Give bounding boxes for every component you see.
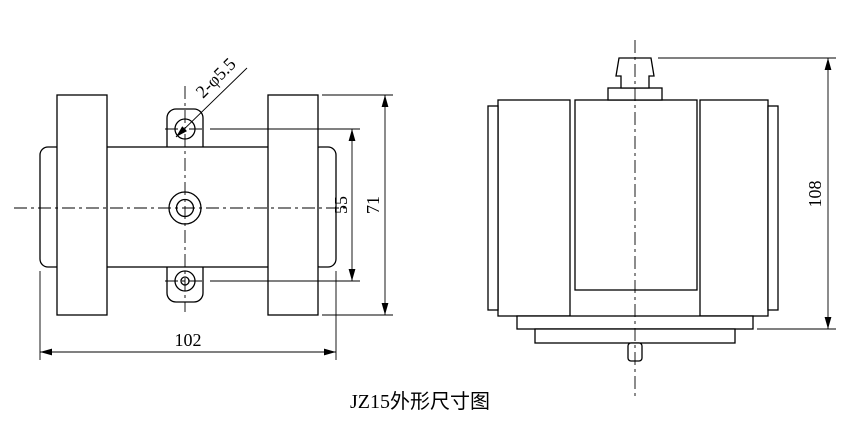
front-view: 2-φ5.5 55 71 102 — [14, 54, 393, 360]
dimension-label-front-width: 102 — [175, 330, 202, 350]
front-right-flange — [267, 94, 319, 316]
side-view: 108 — [487, 40, 836, 398]
drawing-caption: JZ15外形尺寸图 — [350, 390, 490, 413]
side-left-coil-block — [497, 99, 571, 317]
side-right-coil-strip — [767, 105, 779, 311]
side-body — [574, 99, 698, 291]
dimension-label-side-height: 108 — [805, 181, 825, 208]
hole-callout-label: 2-φ5.5 — [192, 54, 240, 102]
dimension-front-height: 71 — [322, 94, 393, 316]
dimension-front-width: 102 — [39, 271, 337, 360]
dimension-label-front-height: 71 — [363, 196, 383, 214]
side-left-coil-strip — [487, 105, 499, 311]
front-left-flange — [56, 94, 108, 316]
dimension-label-hole-spacing: 55 — [331, 196, 351, 214]
dimension-side-height: 108 — [658, 57, 836, 330]
hole-callout-leader — [175, 67, 248, 138]
dimension-hole-spacing: 55 — [210, 128, 360, 282]
side-right-coil-block — [699, 99, 769, 317]
